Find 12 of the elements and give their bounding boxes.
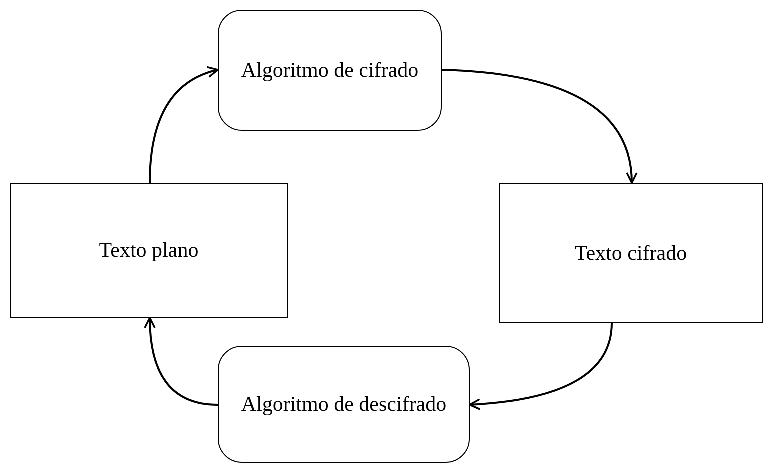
rounded-process-box: [218, 10, 442, 131]
node-label: Algoritmo de descifrado: [240, 392, 448, 417]
node-label: Algoritmo de cifrado: [240, 58, 420, 83]
process-box: [10, 183, 288, 318]
curved-arrow: [149, 67, 219, 184]
curved-arrow: [144, 317, 218, 406]
process-box: [499, 183, 763, 323]
node-label: Texto cifrado: [574, 240, 688, 266]
curved-arrow: [442, 69, 638, 184]
node-label: Texto plano: [98, 238, 200, 263]
rounded-process-box: [218, 346, 470, 463]
curved-arrow: [469, 322, 613, 410]
